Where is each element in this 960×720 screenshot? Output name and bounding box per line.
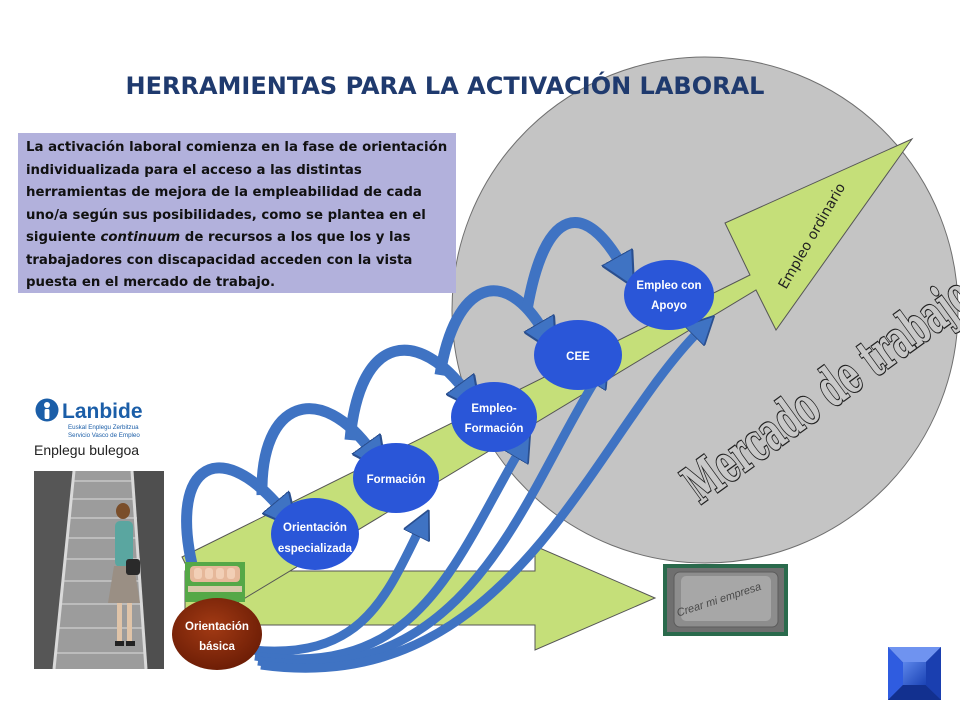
logo-line1: Euskal Enplegu Zerbitzua xyxy=(68,424,139,431)
arc-arrow-4 xyxy=(434,285,544,376)
sweep-arrow-3 xyxy=(257,376,598,669)
intro-emphasis: continuum xyxy=(100,230,181,245)
office-label: Enplegu bulegoa xyxy=(34,442,140,458)
keyboard-key-photo: Crear mi empresa xyxy=(663,564,788,636)
intro-text-box: La activación laboral comienza en la fas… xyxy=(18,133,456,293)
sweep-arrow-1 xyxy=(251,528,420,656)
intro-text-end: de recursos a los que los y las trabajad… xyxy=(26,230,413,290)
hands-photo xyxy=(185,562,245,602)
stage-label-cee: CEE xyxy=(566,351,590,363)
sweep-arrow-4 xyxy=(260,330,700,673)
stage-arrows xyxy=(181,217,622,582)
nav-button-icon[interactable] xyxy=(888,647,941,674)
arc-arrow-5 xyxy=(521,217,622,311)
stage-label-formacion: Formación xyxy=(367,474,426,486)
intro-text-start: La activación laboral comienza en la fas… xyxy=(26,140,448,245)
stage-oval-cee: CEE xyxy=(534,320,622,390)
intro-paragraph: La activación laboral comienza en la fas… xyxy=(26,137,448,295)
elevator-photo xyxy=(34,471,164,669)
arc-arrow-3 xyxy=(344,344,466,441)
nav-button[interactable] xyxy=(888,647,941,700)
page-title: HERRAMIENTAS PARA LA ACTIVACIÓN LABORAL xyxy=(125,72,765,100)
stage-oval-formacion: Formación xyxy=(353,443,439,513)
lanbide-logo: Lanbide Euskal Enplegu Zerbitzua Servici… xyxy=(35,398,143,439)
stage-label-empleo-formacion: Empleo-Formación xyxy=(465,403,524,435)
sweep-arrow-2 xyxy=(254,450,520,664)
stage-oval-empleo-formacion: Empleo-Formación xyxy=(451,382,537,452)
logo-line2: Servicio Vasco de Empleo xyxy=(68,432,140,439)
logo-name: Lanbide xyxy=(62,400,143,423)
direct-arrows xyxy=(251,330,700,673)
